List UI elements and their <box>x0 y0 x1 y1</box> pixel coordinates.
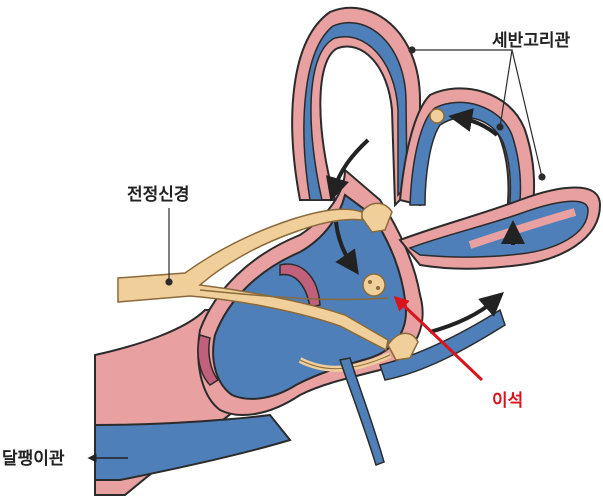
label-otolith: 이석 <box>492 391 523 411</box>
flow-arrows <box>325 108 525 334</box>
otolith-pointer-arrow <box>393 295 484 382</box>
ampulla-cristae <box>359 108 445 361</box>
arrow-flow-1 <box>325 138 370 202</box>
arrow-flow-2 <box>334 221 359 275</box>
leader-dot-3 <box>538 173 546 181</box>
leader-dot-2 <box>496 123 504 131</box>
leader-lines <box>165 46 546 286</box>
arrow-flow-3 <box>448 108 499 137</box>
leader-dot-nerve <box>165 278 173 286</box>
endolymphatic-duct <box>339 357 385 466</box>
leader-dot-1 <box>408 46 416 54</box>
otolith <box>362 273 386 297</box>
leader-canal-2 <box>511 49 543 178</box>
label-vestibular-nerve: 전정신경 <box>127 185 190 205</box>
vestibular-nerve <box>117 208 392 372</box>
label-cochlea: 달팽이관 <box>2 448 65 469</box>
label-semicircular-canals: 세반고리관 <box>492 31 571 51</box>
arrow-flow-5 <box>429 292 505 334</box>
